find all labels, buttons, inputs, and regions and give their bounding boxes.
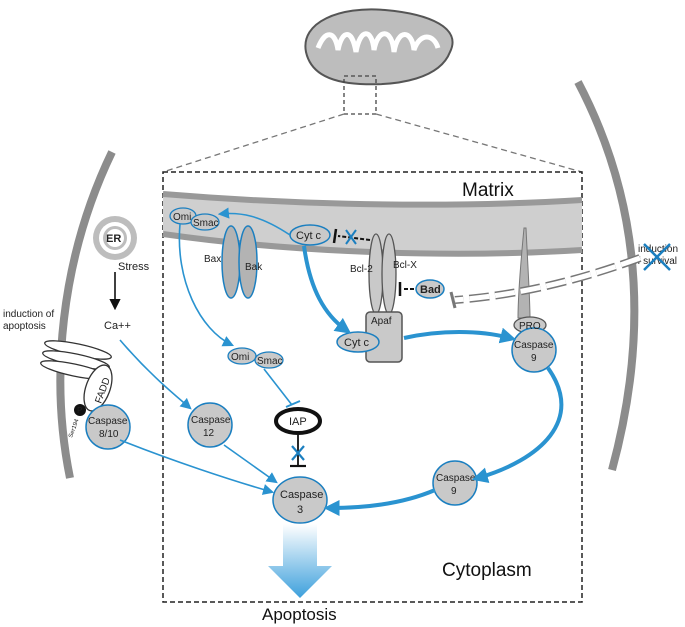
mitochondrion-icon	[304, 8, 454, 115]
omi-upper-label: Omi	[173, 212, 191, 223]
casp3-label-1: Caspase	[280, 489, 323, 501]
zoom-guides	[162, 113, 583, 173]
omi-smac-lower	[227, 347, 284, 369]
caspase12	[187, 402, 233, 448]
casp3-label-2: 3	[297, 504, 303, 516]
cytc-lower	[336, 331, 380, 353]
caspase8-10	[85, 404, 131, 450]
apoptosis-label: Apoptosis	[262, 605, 337, 624]
pathway-arrows	[119, 207, 564, 516]
casp810-label-1: Caspase	[88, 416, 128, 427]
er-icon	[93, 216, 137, 260]
iap-protein	[274, 407, 322, 435]
casp12-label-1: Caspase	[191, 415, 231, 426]
smac-lower-label: Smac	[257, 356, 283, 367]
bak-label: Bak	[245, 262, 263, 273]
smac-upper-label: Smac	[193, 218, 219, 229]
bad-inhibits-bcl	[398, 282, 414, 296]
casp12-label-2: 12	[203, 428, 215, 439]
zoom-box	[162, 171, 583, 603]
omi-lower-label: Omi	[231, 352, 249, 363]
stress-label: Stress	[118, 261, 150, 273]
cell-membrane-right	[574, 80, 639, 472]
ca-label: Ca++	[104, 320, 131, 332]
pro-casp9-label-2: 9	[531, 353, 537, 364]
bax-label: Bax	[204, 254, 221, 265]
induction-survival-1: induction	[638, 244, 678, 255]
iap-label: IAP	[289, 416, 307, 428]
fadd-receptor	[40, 340, 113, 416]
apaf-label: Apaf	[371, 316, 392, 327]
matrix-label: Matrix	[462, 180, 514, 201]
mitochondrial-membrane	[162, 191, 583, 257]
iap-blocked-x-icon	[291, 445, 305, 461]
ser-label: Ser194	[68, 418, 80, 439]
p-label: P	[77, 406, 82, 415]
bcl-inhibits-cytc	[332, 228, 371, 245]
bax-bak-pore	[221, 225, 258, 299]
cytoplasm-label: Cytoplasm	[442, 560, 532, 581]
cell-membrane-left	[56, 150, 116, 479]
cytc-upper-label: Cyt c	[296, 230, 322, 242]
casp9-label-1: Caspase	[436, 473, 476, 484]
casp9-label-2: 9	[451, 486, 457, 497]
survival-blocked-x-icon	[643, 243, 671, 271]
pro-caspase9	[511, 227, 557, 373]
bclx-label: Bcl-X	[393, 260, 417, 271]
casp810-label-2: 8/10	[99, 429, 119, 440]
bad-label: Bad	[420, 284, 441, 296]
er-label: ER	[106, 233, 121, 245]
omi-smac-upper	[169, 207, 220, 231]
induction-apoptosis-1: induction of	[3, 309, 54, 320]
cytc-lower-label: Cyt c	[344, 337, 370, 349]
survival-inhibition-path	[449, 254, 642, 309]
pro-casp9-label-1: Caspase	[514, 340, 554, 351]
bad-protein	[415, 279, 445, 299]
apoptosis-arrow	[268, 524, 332, 598]
bcl2-label: Bcl-2	[350, 264, 373, 275]
pro-label: PRO	[519, 321, 541, 332]
induction-survival-2: of survival	[632, 256, 677, 267]
induction-apoptosis-2: apoptosis	[3, 321, 46, 332]
